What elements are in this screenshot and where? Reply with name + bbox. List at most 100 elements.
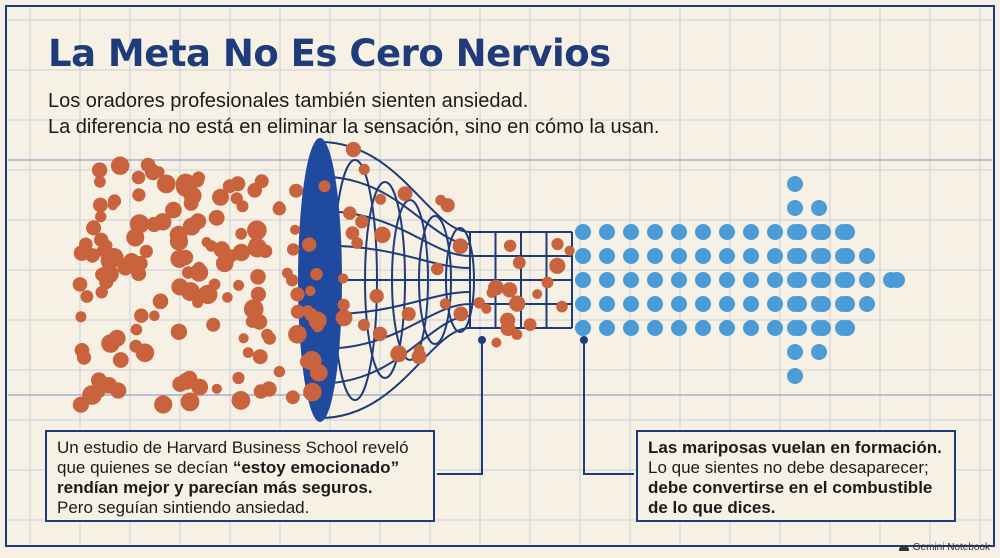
blue-dot bbox=[743, 272, 759, 288]
orange-particle bbox=[238, 333, 249, 344]
orange-particle bbox=[75, 311, 87, 323]
orange-particle bbox=[128, 255, 139, 266]
orange-particle bbox=[206, 317, 221, 332]
orange-particle bbox=[208, 209, 225, 226]
blue-dot bbox=[767, 248, 783, 264]
orange-particle bbox=[503, 239, 517, 252]
orange-particle bbox=[374, 226, 391, 243]
blue-dot bbox=[599, 248, 615, 264]
blue-dot bbox=[767, 296, 783, 312]
orange-particle bbox=[302, 237, 317, 252]
orange-particle bbox=[130, 323, 143, 336]
orange-particle bbox=[104, 248, 124, 268]
orange-particle bbox=[201, 237, 212, 248]
orange-particle bbox=[132, 188, 146, 202]
orange-particle bbox=[107, 194, 122, 208]
orange-particle bbox=[250, 269, 266, 285]
orange-particle bbox=[285, 390, 300, 405]
orange-particle bbox=[248, 238, 260, 249]
orange-particle bbox=[191, 378, 209, 396]
orange-particle bbox=[152, 293, 169, 310]
blue-dot bbox=[623, 296, 639, 312]
orange-particle bbox=[154, 166, 165, 177]
orange-particle bbox=[355, 215, 369, 229]
orange-particle bbox=[435, 194, 447, 206]
orange-particle bbox=[556, 300, 568, 313]
orange-particle bbox=[338, 273, 349, 284]
orange-particle bbox=[358, 163, 370, 175]
blue-dot bbox=[743, 248, 759, 264]
orange-particle bbox=[139, 244, 153, 258]
orange-particle bbox=[185, 371, 196, 383]
orange-particle bbox=[453, 306, 469, 322]
orange-particle bbox=[129, 339, 143, 353]
blue-dot bbox=[623, 320, 639, 336]
blue-dot bbox=[575, 272, 591, 288]
callout-left-line-1: Un estudio de Harvard Business School re… bbox=[57, 438, 409, 457]
leader-line-right bbox=[583, 340, 634, 475]
blue-dot bbox=[647, 320, 663, 336]
subtitle-line-1: Los oradores profesionales también sient… bbox=[48, 90, 529, 112]
subtitle-line-2: La diferencia no está en eliminar la sen… bbox=[48, 116, 660, 138]
particles bbox=[72, 141, 905, 414]
page-title: La Meta No Es Cero Nervios bbox=[48, 32, 611, 75]
blue-dot bbox=[787, 368, 803, 384]
orange-particle bbox=[170, 249, 189, 268]
blue-dot bbox=[767, 272, 783, 288]
orange-particle bbox=[523, 318, 537, 331]
orange-particle bbox=[211, 383, 222, 394]
blue-dot bbox=[695, 320, 711, 336]
orange-particle bbox=[95, 286, 108, 299]
blue-dot bbox=[575, 320, 591, 336]
blue-dot bbox=[811, 200, 827, 216]
orange-particle bbox=[335, 309, 353, 327]
blue-dot bbox=[835, 272, 851, 288]
orange-particle bbox=[288, 325, 307, 344]
orange-particle bbox=[131, 170, 146, 185]
orange-particle bbox=[180, 392, 200, 412]
blue-dot bbox=[835, 248, 851, 264]
blue-dot bbox=[811, 272, 827, 288]
blue-dot bbox=[787, 248, 803, 264]
callout-right-line-2: Lo que sientes no debe desaparecer; bbox=[648, 458, 929, 477]
blue-dot bbox=[719, 296, 735, 312]
orange-particle bbox=[140, 157, 156, 173]
orange-particle bbox=[235, 227, 248, 240]
orange-particle bbox=[93, 197, 108, 213]
blue-dot bbox=[623, 272, 639, 288]
funnel-ring bbox=[391, 199, 429, 361]
orange-particle bbox=[233, 279, 245, 291]
orange-particle bbox=[509, 295, 526, 312]
blue-dot bbox=[743, 224, 759, 240]
orange-particle bbox=[76, 350, 92, 365]
blue-dot bbox=[743, 320, 759, 336]
callout-left-line-2: que quienes se decían “estoy emocionado” bbox=[57, 458, 423, 478]
orange-particle bbox=[95, 210, 107, 223]
funnel-ring bbox=[418, 215, 452, 345]
orange-particle bbox=[261, 328, 274, 341]
orange-particle bbox=[253, 384, 269, 399]
orange-particle bbox=[305, 285, 316, 297]
callout-left-quote: “estoy emocionado” bbox=[232, 458, 400, 477]
orange-particle bbox=[290, 224, 301, 235]
orange-particle bbox=[486, 287, 497, 298]
blue-dot bbox=[647, 248, 663, 264]
blue-dot bbox=[719, 272, 735, 288]
orange-particle bbox=[198, 284, 218, 305]
orange-particle bbox=[213, 241, 230, 258]
orange-particle bbox=[127, 232, 142, 246]
blue-dot bbox=[671, 296, 687, 312]
blue-dot bbox=[575, 296, 591, 312]
orange-particle bbox=[254, 174, 269, 189]
orange-particle bbox=[181, 266, 195, 279]
blue-dot bbox=[671, 248, 687, 264]
orange-particle bbox=[397, 186, 413, 202]
blue-dot bbox=[647, 272, 663, 288]
orange-particle bbox=[273, 365, 286, 378]
blue-dot bbox=[811, 248, 827, 264]
orange-particle bbox=[337, 298, 350, 311]
orange-particle bbox=[390, 345, 408, 363]
funnel-mouth bbox=[298, 138, 342, 422]
blue-dot bbox=[695, 296, 711, 312]
orange-particle bbox=[311, 320, 324, 333]
